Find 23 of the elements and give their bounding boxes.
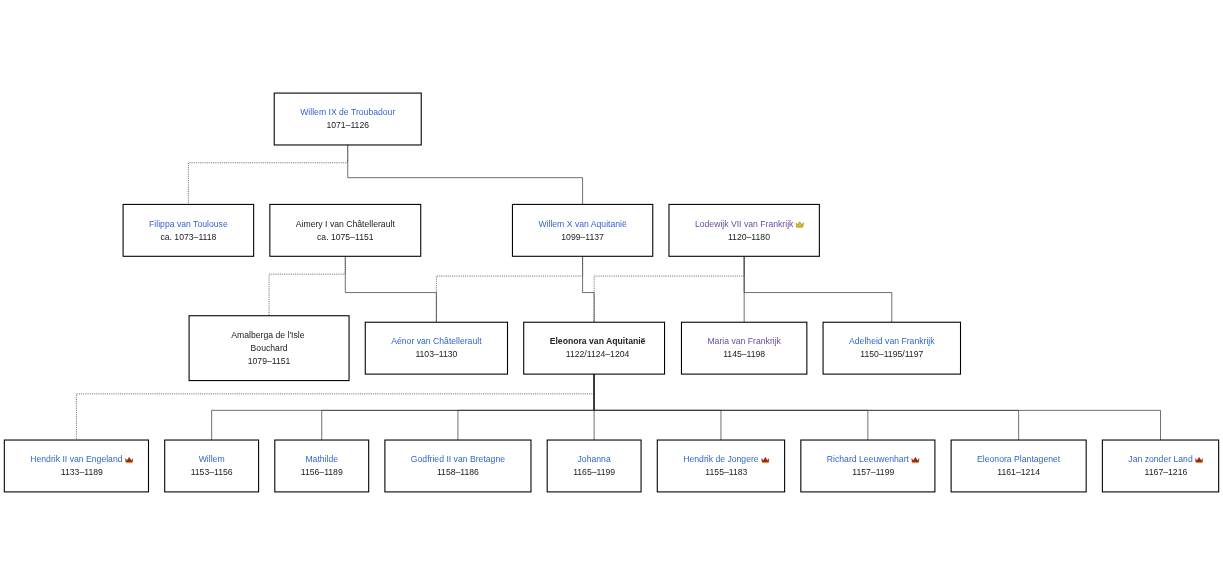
node-box: Maria van Frankrijk 1145–1198 — [680, 321, 808, 375]
connector — [347, 144, 583, 205]
connector — [344, 255, 437, 323]
node-box: Filippa van Toulouse ca. 1073–1118 — [122, 203, 255, 257]
node-box: Hendrik II van Engeland 1133–1189 — [3, 439, 150, 493]
node-box: Eleonora van Aquitanië 1122/1124–1204 — [523, 321, 666, 375]
connector — [743, 255, 893, 323]
node-box: Willem IX de Troubadour 1071–1126 — [273, 92, 422, 146]
node-box: Willem X van Aquitanië 1099–1137 — [511, 203, 654, 257]
node-box: Johanna 1165–1199 — [546, 439, 642, 493]
node-box: Mathilde 1156–1189 — [274, 439, 370, 493]
node-box: Eleonora Plantagenet 1161–1214 — [950, 439, 1087, 493]
node-box: Godfried II van Bretagne 1158–1186 — [384, 439, 532, 493]
node-box: Jan zonder Land 1167–1216 — [1101, 439, 1220, 493]
node-box: Richard Leeuwenhart 1157–1199 — [800, 439, 936, 493]
node-box: Aénor van Châtellerault 1103–1130 — [364, 321, 509, 375]
node-box: Hendrik de Jongere 1155–1183 — [656, 439, 786, 493]
node-box: Aimery I van Châtellerault ca. 1075–1151 — [269, 203, 422, 257]
connector — [582, 255, 595, 323]
node-box: Lodewijk VII van Frankrijk 1120–1180 — [668, 203, 820, 257]
node-box: Adelheid van Frankrijk 1150–1195/1197 — [822, 321, 962, 375]
node-box: Amalberga de l'Isle Bouchard 1079–1151 — [188, 315, 350, 382]
node-box: Willem 1153–1156 — [164, 439, 260, 493]
